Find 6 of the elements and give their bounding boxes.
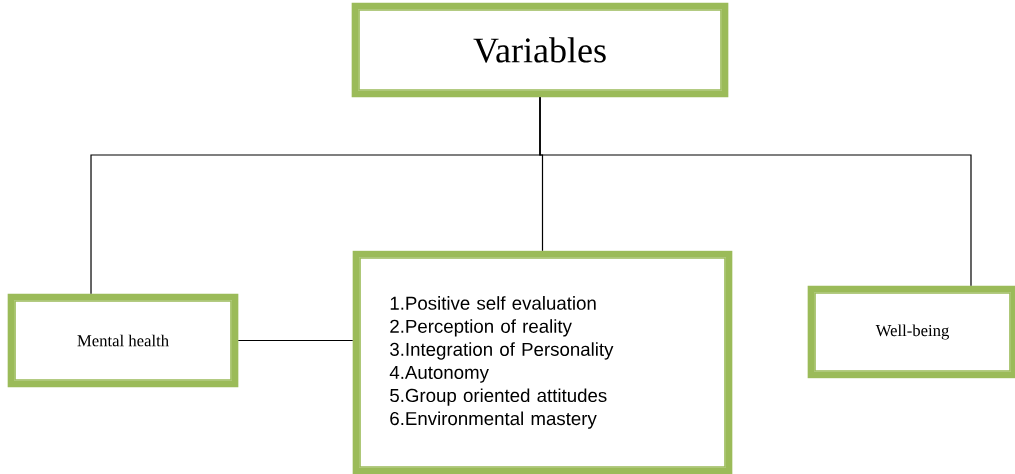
- title-box: Variables: [351, 2, 729, 98]
- variable-box: Well-being: [807, 285, 1015, 379]
- connector-line: [237, 339, 354, 342]
- variable-box: Mental health: [7, 293, 239, 388]
- list-box: 1.Positive self evaluation 2.Perception of reality 3.Integration of Personality 4.Autonomy 5.Group oriented attitudes 6.Environmental mastery: [352, 250, 733, 474]
- connector-line: [539, 96, 972, 287]
